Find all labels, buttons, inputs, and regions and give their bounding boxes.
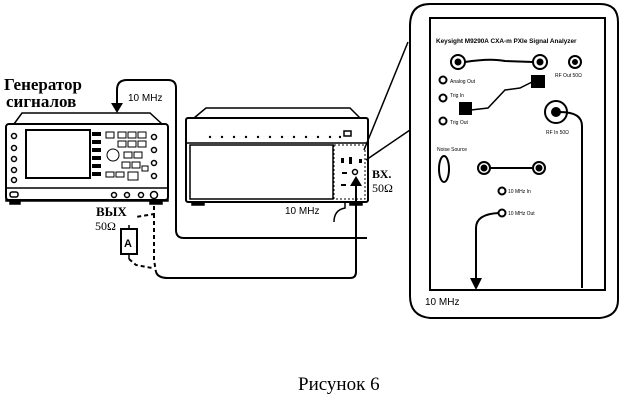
rear-panel-title: Keysight M9290A CXA-m PXIe Signal Analyz… xyxy=(436,38,577,45)
label-trig-out: Trig Out xyxy=(450,120,468,126)
rear-panel-callout xyxy=(409,3,619,319)
generator-output-impedance: 50Ω xyxy=(95,219,116,233)
rf-cable-solid xyxy=(155,182,357,279)
label-rf-out: RF Out 50Ω xyxy=(555,73,582,79)
trig-out-connector xyxy=(438,116,448,126)
attenuator xyxy=(120,225,138,259)
label-rf-in: RF In 50Ω xyxy=(546,130,569,136)
instrument-ref-label: 10 MHz xyxy=(285,206,319,217)
figure-caption: Рисунок 6 xyxy=(298,374,380,395)
callout-lines xyxy=(363,41,411,161)
ref-arrow-into-generator xyxy=(111,103,123,113)
ref-bottom-label: 10 MHz xyxy=(425,297,459,308)
label-ref-out: 10 MHz Out xyxy=(508,211,535,217)
analog-out-connector xyxy=(438,75,448,85)
rf-out-connector xyxy=(568,55,582,69)
label-trig-in: Trig In xyxy=(450,93,464,99)
generator-label-line1: Генератор xyxy=(4,75,82,94)
trig-cable-plug-left xyxy=(459,102,472,115)
label-noise-source: Noise Source xyxy=(437,147,467,153)
instrument-input-label: ВХ. xyxy=(372,167,391,181)
trig-in-connector xyxy=(438,93,448,103)
rf-cable-dashed xyxy=(128,199,157,273)
ref-out-arrow xyxy=(470,278,482,290)
signal-generator xyxy=(5,112,169,205)
trig-cable-plug-right xyxy=(531,75,545,88)
label-ref-in: 10 MHz In xyxy=(508,189,531,195)
signal-analyzer-instrument xyxy=(185,107,369,206)
ref-cable-top xyxy=(116,79,367,239)
generator-output-label: ВЫХ xyxy=(96,204,127,219)
ref-top-label: 10 MHz xyxy=(128,93,162,104)
label-analog-out: Analog Out xyxy=(450,79,476,85)
generator-screen xyxy=(25,129,91,179)
instrument-input-impedance: 50Ω xyxy=(372,181,393,195)
rf-arrow-into-instrument xyxy=(350,176,362,186)
instrument-rf-input-connector xyxy=(351,168,359,176)
generator-rf-output-connector xyxy=(149,190,159,200)
noise-source-connector xyxy=(438,155,450,183)
ref-out-connector xyxy=(497,208,507,218)
rear-panel-module xyxy=(429,17,606,291)
ref-in-connector xyxy=(497,186,507,196)
attenuator-label: A xyxy=(124,238,132,250)
generator-label-line2: сигналов xyxy=(6,92,76,111)
